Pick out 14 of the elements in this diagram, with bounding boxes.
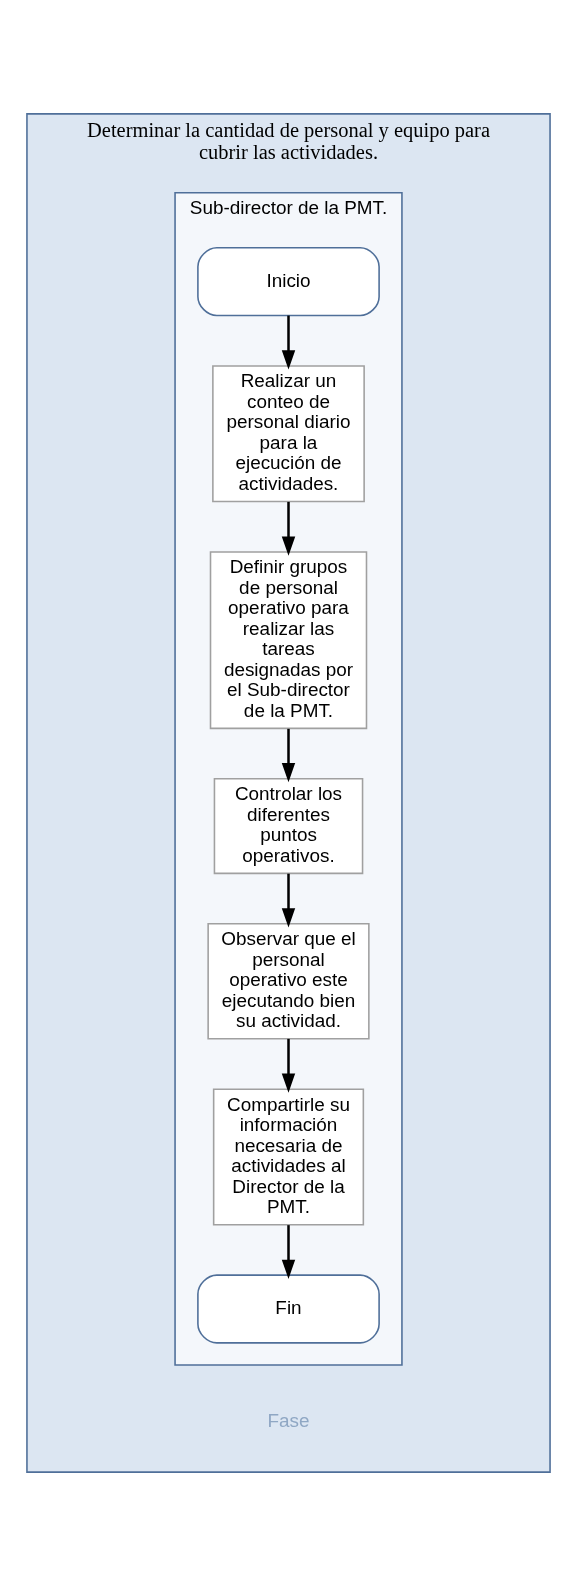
node-box: Observar que el personal operativo este ejecutando bien su actividad. xyxy=(207,922,370,1040)
node-box: Fin xyxy=(197,1273,380,1344)
arrow xyxy=(281,1224,296,1279)
arrow xyxy=(281,1038,296,1093)
node-box: Controlar los diferentes puntos operativos. xyxy=(213,777,364,874)
arrow xyxy=(281,873,296,927)
label: Fase xyxy=(267,1409,310,1431)
node-box: Compartirle su información necesaria de actividades al Director de la PMT. xyxy=(212,1087,365,1225)
arrow xyxy=(281,501,296,556)
arrow xyxy=(281,728,296,782)
node-box: Realizar un conteo de personal diario para la ejecución de actividades. xyxy=(212,364,365,502)
arrow xyxy=(281,315,296,369)
node-box: Inicio xyxy=(197,246,380,316)
node-box: Definir grupos de personal operativo para realizar las tareas designadas por el Sub-director de la PMT. xyxy=(209,550,368,729)
